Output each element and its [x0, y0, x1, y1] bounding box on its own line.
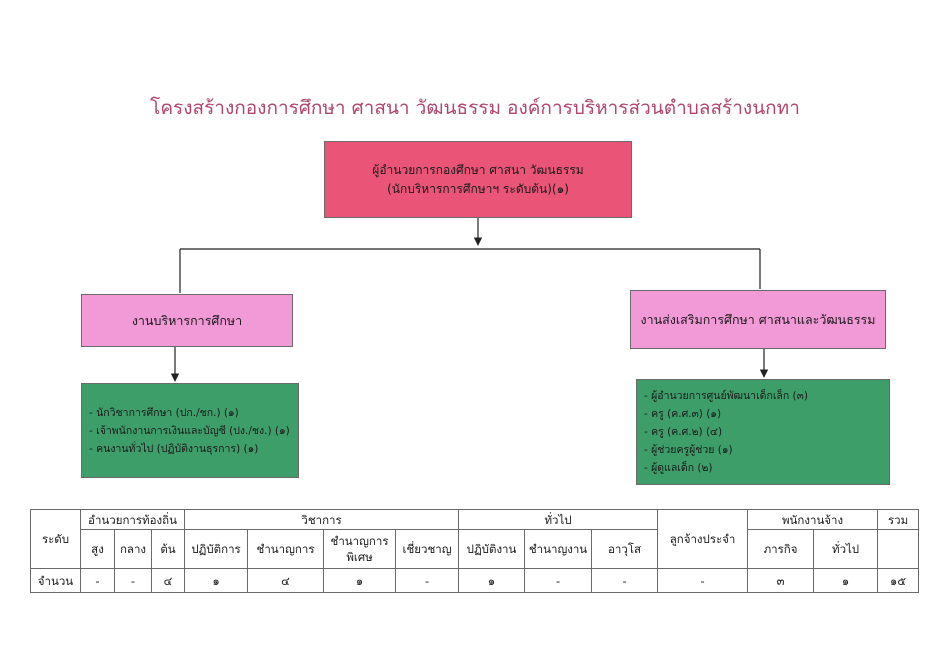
total-header: รวม [877, 509, 920, 530]
subheader-cell: ต้น [150, 529, 186, 569]
subheader-cell: สูง [80, 529, 115, 569]
permanent-employee-header: ลูกจ้างประจำ [657, 509, 749, 569]
count-cell: ๑ [458, 568, 526, 593]
count-cell: - [114, 568, 152, 593]
academic-header: วิชาการ [184, 509, 460, 530]
list-item: - ผู้อำนวยการศูนย์พัฒนาเด็กเล็ก (๓) [644, 390, 808, 402]
list-item: - ผู้ช่วยครูผู้ช่วย (๑) [644, 444, 733, 456]
count-label: จำนวน [30, 568, 81, 593]
director-box: ผู้อำนวยการกองศึกษา ศาสนา วัฒนธรรม (นักบ… [324, 141, 632, 218]
total-cell: ๑๕ [877, 568, 920, 593]
subheader-cell: ปฏิบัติการ [184, 529, 249, 569]
subheader-cell: ปฏิบัติงาน [458, 529, 526, 569]
table-count-row: จำนวน - - ๔ ๑ ๔ ๑ - ๑ - - - ๓ ๑ ๑๕ [30, 568, 920, 593]
count-cell: ๑ [813, 568, 879, 593]
education-admin-staff-list: - นักวิชาการศึกษา (ปก./ชก.) (๑) - เจ้าพน… [81, 383, 299, 478]
count-cell: - [524, 568, 593, 593]
subheader-cell: อาวุโส [591, 529, 659, 569]
count-cell: - [395, 568, 460, 593]
education-admin-box: งานบริหารการศึกษา [81, 294, 293, 347]
subheader-cell: ภารกิจ [747, 529, 815, 569]
subheader-cell: ชำนาญการ [247, 529, 325, 569]
chart-title: โครงสร้างกองการศึกษา ศาสนา วัฒนธรรม องค์… [150, 97, 800, 119]
subheader-cell: กลาง [114, 529, 152, 569]
subheader-cell: เชี่ยวชาญ [395, 529, 460, 569]
table-header-row: ระดับ อำนวยการท้องถิ่น วิชาการ ทั่วไป ลู… [30, 509, 920, 569]
connector-lines [170, 217, 769, 382]
count-cell: - [591, 568, 659, 593]
subheader-cell: ชำนาญงาน [524, 529, 593, 569]
education-promotion-box: งานส่งเสริมการศึกษา ศาสนาและวัฒนธรรม [630, 290, 886, 349]
list-item: - ผู้ดูแลเด็ก (๒) [644, 462, 713, 474]
count-cell: ๑ [184, 568, 249, 593]
level-header: ระดับ [30, 509, 81, 569]
contract-staff-header: พนักงานจ้าง [747, 509, 879, 530]
general-header: ทั่วไป [458, 509, 659, 530]
count-cell: - [80, 568, 115, 593]
list-item: - ครู (ค.ศ.๒) (๔) [644, 426, 723, 438]
education-admin-label: งานบริหารการศึกษา [131, 313, 243, 328]
staff-summary-table: ระดับ อำนวยการท้องถิ่น วิชาการ ทั่วไป ลู… [30, 509, 920, 593]
subheader-cell: ทั่วไป [813, 529, 879, 569]
subheader-cell: ชำนาญการพิเศษ [323, 529, 397, 569]
count-cell: - [657, 568, 749, 593]
director-subtitle: (นักบริหารการศึกษาฯ ระดับต้น)(๑) [387, 181, 569, 196]
table-subheader-row: สูง กลาง ต้น ปฏิบัติการ ชำนาญการ ชำนาญกา… [31, 529, 920, 569]
count-cell: ๑ [323, 568, 397, 593]
list-item: - เจ้าพนักงานการเงินและบัญชี (ปง./ชง.) (… [89, 424, 290, 437]
list-item: - คนงานทั่วไป (ปฏิบัติงานธุรการ) (๑) [89, 442, 259, 455]
list-item: - นักวิชาการศึกษา (ปก./ชก.) (๑) [89, 406, 239, 419]
education-promotion-staff-list: - ผู้อำนวยการศูนย์พัฒนาเด็กเล็ก (๓) - คร… [636, 379, 890, 485]
subheader-cell [877, 529, 920, 569]
count-cell: ๔ [150, 568, 186, 593]
education-promotion-label: งานส่งเสริมการศึกษา ศาสนาและวัฒนธรรม [640, 312, 876, 327]
count-cell: ๓ [747, 568, 815, 593]
count-cell: ๔ [247, 568, 325, 593]
director-title: ผู้อำนวยการกองศึกษา ศาสนา วัฒนธรรม [372, 162, 584, 177]
list-item: - ครู (ค.ศ.๓) (๑) [644, 408, 722, 420]
local-admin-header: อำนวยการท้องถิ่น [79, 509, 186, 530]
